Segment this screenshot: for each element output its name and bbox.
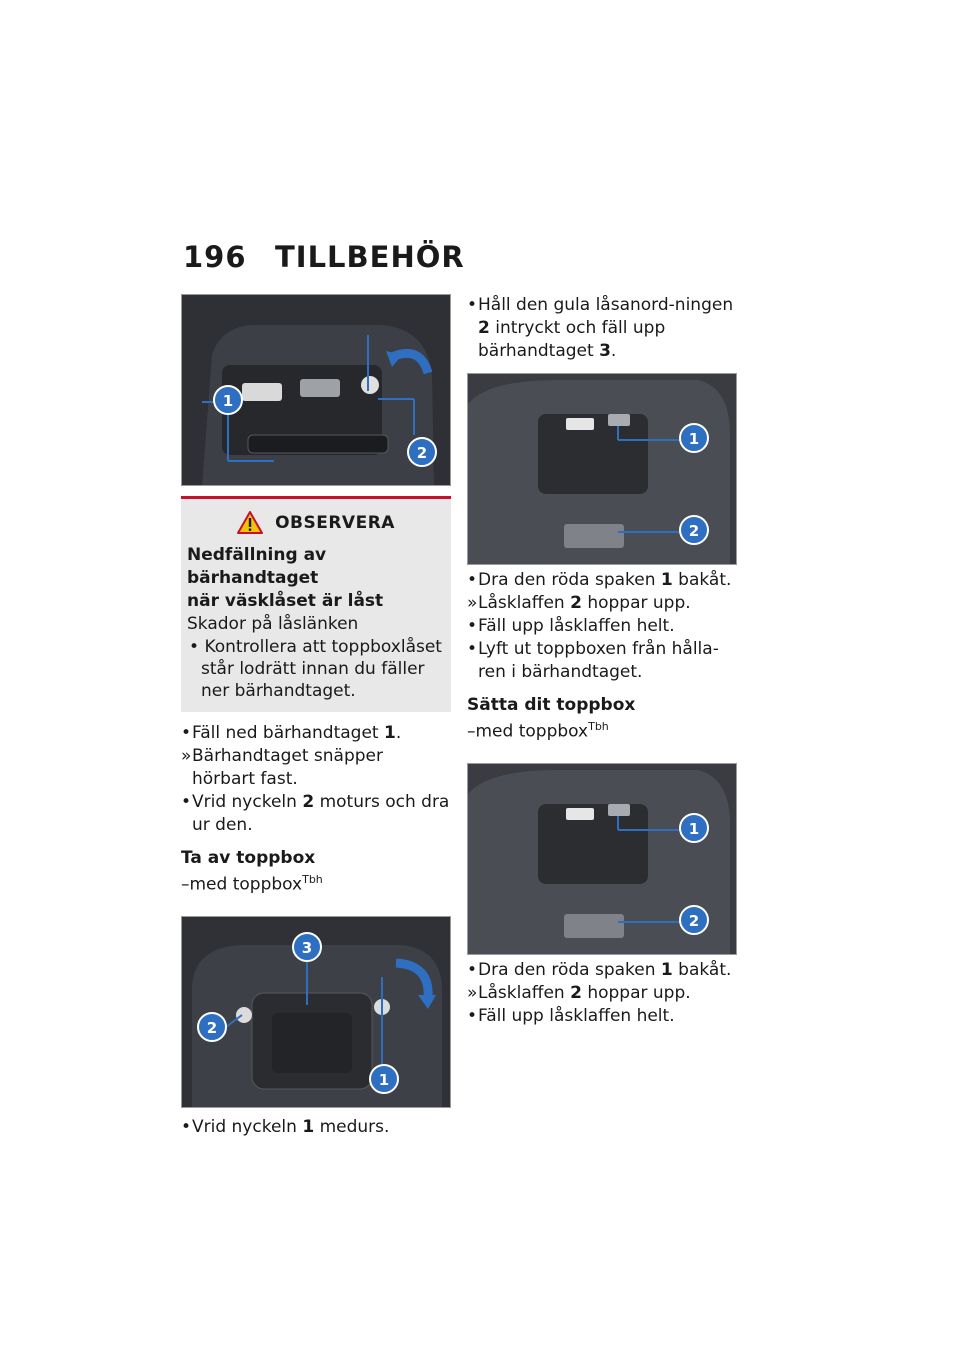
notice-title-2: när väsklåset är låst [187,591,384,611]
photo-lock-lever: 1 2 [467,373,737,565]
step: •Lyft ut toppboxen från hålla-ren i bärh… [467,639,719,682]
right-column: •Håll den gula låsanord-ningen 2 intryck… [467,294,737,1028]
section-sub-install: –med toppboxTbh [467,720,609,742]
step-result: »Låsklaffen 2 hoppar upp. [467,593,691,613]
step: •Vrid nyckeln 1 medurs. [181,1116,390,1137]
callout-1: 1 [379,1071,389,1089]
callout-1: 1 [689,820,699,838]
step: •Fäll ned bärhandtaget 1. [181,723,402,743]
callout-2: 2 [207,1019,217,1037]
chapter-title: TILLBEHÖR [275,240,465,274]
notice-consequence: Skador på låslänken [187,614,359,634]
photo-carry-handle: 1 2 [181,294,451,486]
step-result: »Låsklaffen 2 hoppar upp. [467,982,691,1003]
step: •Fäll upp låsklaffen helt. [467,1005,675,1026]
left-column: 1 2 OBSERVERA Nedfällning av bärhandtage… [181,294,451,1139]
step: •Dra den röda spaken 1 bakåt. [467,570,732,590]
callout-3: 3 [302,939,312,957]
step-result: »Bärhandtaget snäpper hörbart fast. [181,746,384,789]
right-steps-2: •Dra den röda spaken 1 bakåt. »Låsklaffe… [467,569,737,684]
step: •Dra den röda spaken 1 bakåt. [467,959,732,980]
callout-1: 1 [689,430,699,448]
photo-lock-lever-2: 1 2 [467,762,737,955]
section-title-install: Sätta dit toppbox [467,695,636,715]
notice-box: OBSERVERA Nedfällning av bärhandtaget nä… [181,496,451,712]
right-steps-3: •Dra den röda spaken 1 bakåt. »Låsklaffe… [467,959,737,1028]
step: •Vrid nyckeln 2 moturs och dra ur den. [181,792,450,835]
notice-label: OBSERVERA [275,512,395,533]
step: •Håll den gula låsanord-ningen 2 intryck… [467,295,734,361]
left-steps-2: •Vrid nyckeln 1 medurs. [181,1116,451,1139]
step: •Fäll upp låsklaffen helt. [467,616,675,636]
callout-2: 2 [689,522,699,540]
page-number: 196 [183,240,247,274]
section-title-remove: Ta av toppbox [181,848,316,868]
callout-2: 2 [689,912,699,930]
left-steps: •Fäll ned bärhandtaget 1. »Bärhandtaget … [181,722,451,837]
notice-title-1: Nedfällning av bärhandtaget [187,545,327,588]
callout-2: 2 [417,444,427,462]
photo-remove-topbox: 3 2 1 [181,915,451,1108]
warning-icon [237,511,264,534]
callout-1: 1 [223,392,233,410]
right-steps-1: •Håll den gula låsanord-ningen 2 intryck… [467,294,737,363]
section-sub-remove: –med toppboxTbh [181,873,323,895]
page-header: 196 TILLBEHÖR [183,240,465,280]
